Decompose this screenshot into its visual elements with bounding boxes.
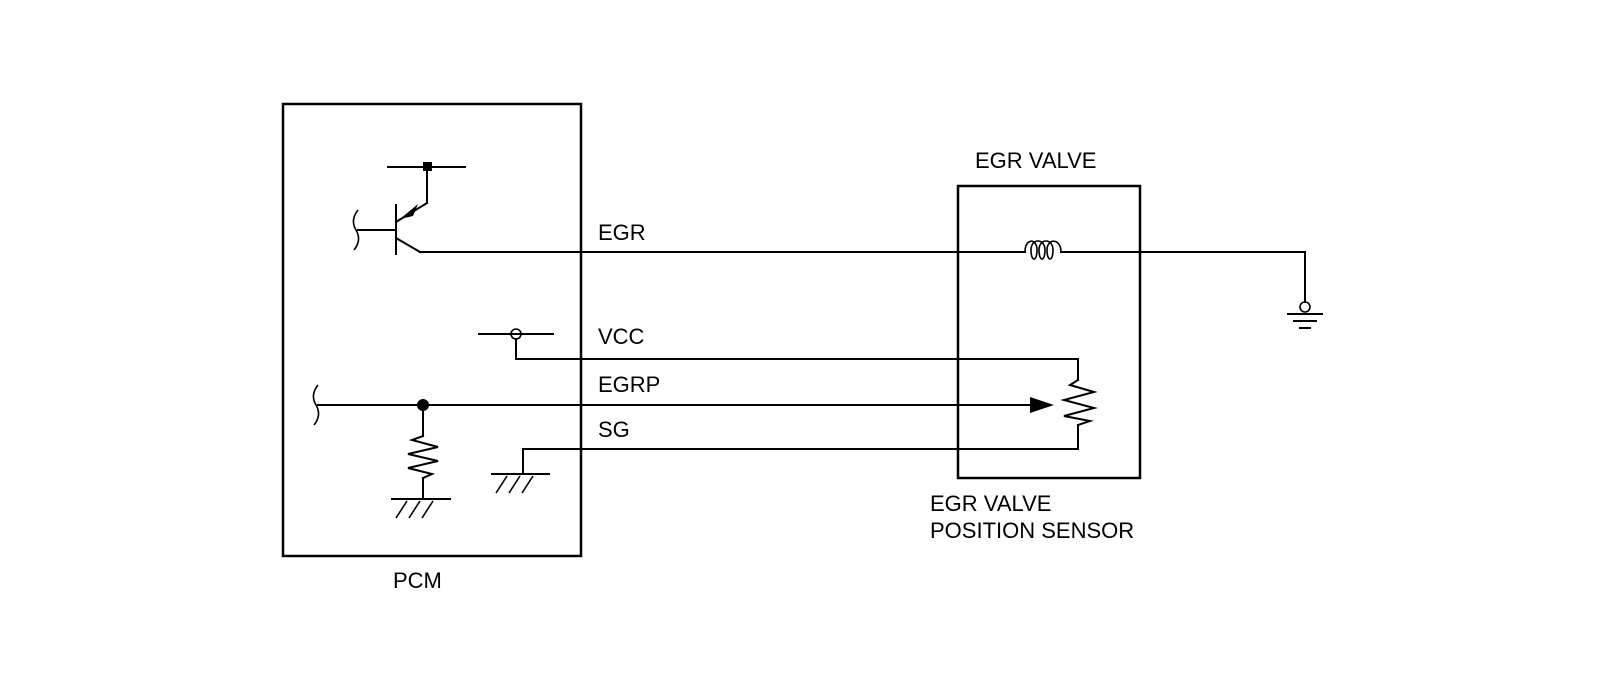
- vcc-supply-symbol: [478, 328, 554, 360]
- position-sensor-label-line2: POSITION SENSOR: [930, 518, 1134, 543]
- chassis-ground-symbol: [1287, 301, 1323, 329]
- egr-solenoid-coil: [1024, 240, 1062, 260]
- pcm-label: PCM: [393, 568, 442, 593]
- egrp-signal-label: EGRP: [598, 372, 660, 397]
- position-sensor-label-line1: EGR VALVE: [930, 491, 1051, 516]
- signal-ground-symbol-resistor: [391, 498, 451, 519]
- driver-transistor-symbol: [352, 162, 466, 255]
- pulldown-resistor: [407, 404, 439, 500]
- position-sensor-potentiometer: [1060, 378, 1098, 450]
- egr-signal-label: EGR: [598, 220, 646, 245]
- egr-valve-box: [956, 184, 1142, 480]
- vcc-signal-label: VCC: [598, 324, 645, 349]
- wiper-arrow: [1030, 397, 1054, 413]
- sg-signal-label: SG: [598, 417, 630, 442]
- egrp-input-break: [312, 384, 320, 426]
- pcm-box: [281, 102, 583, 558]
- egr-valve-label: EGR VALVE: [975, 148, 1096, 173]
- signal-ground-symbol-sg: [491, 473, 550, 494]
